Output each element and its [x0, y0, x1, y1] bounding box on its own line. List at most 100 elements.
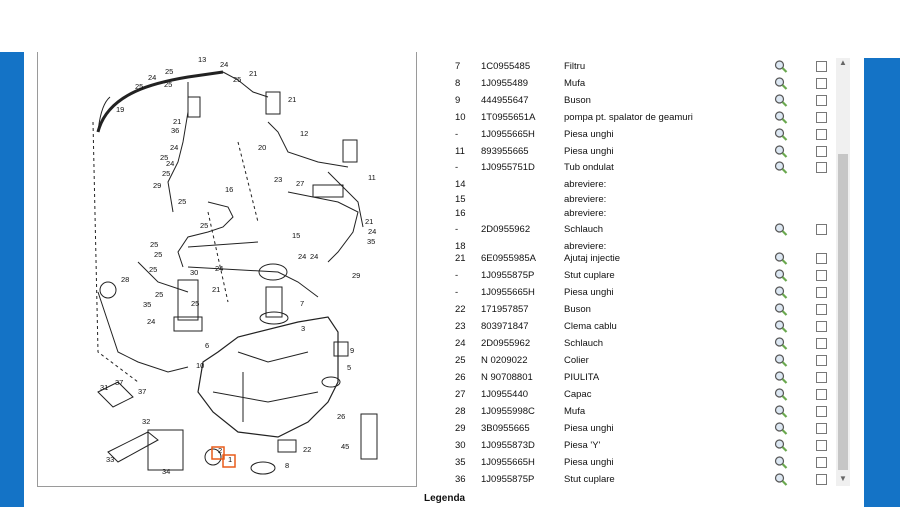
diagram-callout[interactable]: 11 [368, 173, 376, 182]
magnifier-icon[interactable] [774, 252, 788, 265]
diagram-callout[interactable]: 21 [249, 69, 257, 78]
magnifier-icon[interactable] [774, 320, 788, 333]
diagram-callout[interactable]: 37 [115, 378, 123, 387]
magnifier-icon[interactable] [774, 439, 788, 452]
diagram-callout[interactable]: 25 [154, 250, 162, 259]
diagram-callout[interactable]: 25 [200, 221, 208, 230]
diagram-callout[interactable]: 45 [341, 442, 349, 451]
checkbox-icon[interactable] [816, 162, 827, 173]
diagram-callout[interactable]: 24 [215, 264, 223, 273]
diagram-callout[interactable]: 27 [296, 179, 304, 188]
diagram-callout[interactable]: 21 [212, 285, 220, 294]
diagram-callout[interactable]: 24 [166, 159, 174, 168]
magnifier-icon[interactable] [774, 354, 788, 367]
checkbox-icon[interactable] [816, 78, 827, 89]
diagram-callout[interactable]: 13 [198, 55, 206, 64]
magnifier-icon[interactable] [774, 145, 788, 158]
checkbox-icon[interactable] [816, 224, 827, 235]
diagram-callout[interactable]: 37 [138, 387, 146, 396]
checkbox-icon[interactable] [816, 112, 827, 123]
checkbox-icon[interactable] [816, 321, 827, 332]
diagram-callout[interactable]: 6 [205, 341, 209, 350]
diagram-callout[interactable]: 25 [135, 82, 143, 91]
diagram-callout[interactable]: 25 [233, 75, 241, 84]
diagram-callout[interactable]: 24 [170, 143, 178, 152]
magnifier-icon[interactable] [774, 405, 788, 418]
checkbox-icon[interactable] [816, 474, 827, 485]
checkbox-icon[interactable] [816, 338, 827, 349]
scroll-up-icon[interactable]: ▲ [839, 58, 847, 67]
diagram-callout[interactable]: 29 [153, 181, 161, 190]
magnifier-icon[interactable] [774, 223, 788, 236]
checkbox-icon[interactable] [816, 253, 827, 264]
checkbox-icon[interactable] [816, 423, 827, 434]
checkbox-icon[interactable] [816, 389, 827, 400]
diagram-callout[interactable]: 35 [143, 300, 151, 309]
diagram-callout[interactable]: 33 [106, 455, 114, 464]
diagram-callout[interactable]: 24 [148, 73, 156, 82]
magnifier-icon[interactable] [774, 94, 788, 107]
diagram-callout[interactable]: 28 [121, 275, 129, 284]
diagram-callout[interactable]: 32 [142, 417, 150, 426]
magnifier-icon[interactable] [774, 456, 788, 469]
magnifier-icon[interactable] [774, 388, 788, 401]
diagram-callout[interactable]: 25 [191, 299, 199, 308]
magnifier-icon[interactable] [774, 161, 788, 174]
diagram-callout[interactable]: 24 [147, 317, 155, 326]
diagram-callout[interactable]: 23 [274, 175, 282, 184]
checkbox-icon[interactable] [816, 129, 827, 140]
magnifier-icon[interactable] [774, 286, 788, 299]
checkbox-icon[interactable] [816, 304, 827, 315]
diagram-callout[interactable]: 25 [164, 80, 172, 89]
checkbox-icon[interactable] [816, 61, 827, 72]
diagram-callout[interactable]: 31 [100, 383, 108, 392]
scroll-thumb[interactable] [838, 154, 848, 470]
magnifier-icon[interactable] [774, 303, 788, 316]
checkbox-icon[interactable] [816, 406, 827, 417]
diagram-callout[interactable]: 16 [225, 185, 233, 194]
diagram-callout[interactable]: 8 [285, 461, 289, 470]
diagram-callout[interactable]: 21 [173, 117, 181, 126]
diagram-callout[interactable]: 5 [347, 363, 351, 372]
checkbox-icon[interactable] [816, 372, 827, 383]
diagram-callout[interactable]: 12 [300, 129, 308, 138]
diagram-callout[interactable]: 9 [350, 346, 354, 355]
diagram-callout[interactable]: 21 [365, 217, 373, 226]
magnifier-icon[interactable] [774, 111, 788, 124]
magnifier-icon[interactable] [774, 269, 788, 282]
diagram-callout[interactable]: 20 [258, 143, 266, 152]
diagram-callout[interactable]: 25 [149, 265, 157, 274]
diagram-callout[interactable]: 3 [301, 324, 305, 333]
diagram-callout[interactable]: 10 [196, 361, 204, 370]
diagram-callout[interactable]: 24 [298, 252, 306, 261]
scroll-down-icon[interactable]: ▼ [839, 474, 847, 483]
diagram-callout[interactable]: 35 [367, 237, 375, 246]
diagram-callout[interactable]: 7 [300, 299, 304, 308]
checkbox-icon[interactable] [816, 440, 827, 451]
magnifier-icon[interactable] [774, 128, 788, 141]
magnifier-icon[interactable] [774, 337, 788, 350]
checkbox-icon[interactable] [816, 355, 827, 366]
checkbox-icon[interactable] [816, 270, 827, 281]
diagram-callout[interactable]: 26 [337, 412, 345, 421]
checkbox-icon[interactable] [816, 95, 827, 106]
diagram-callout[interactable]: 25 [150, 240, 158, 249]
